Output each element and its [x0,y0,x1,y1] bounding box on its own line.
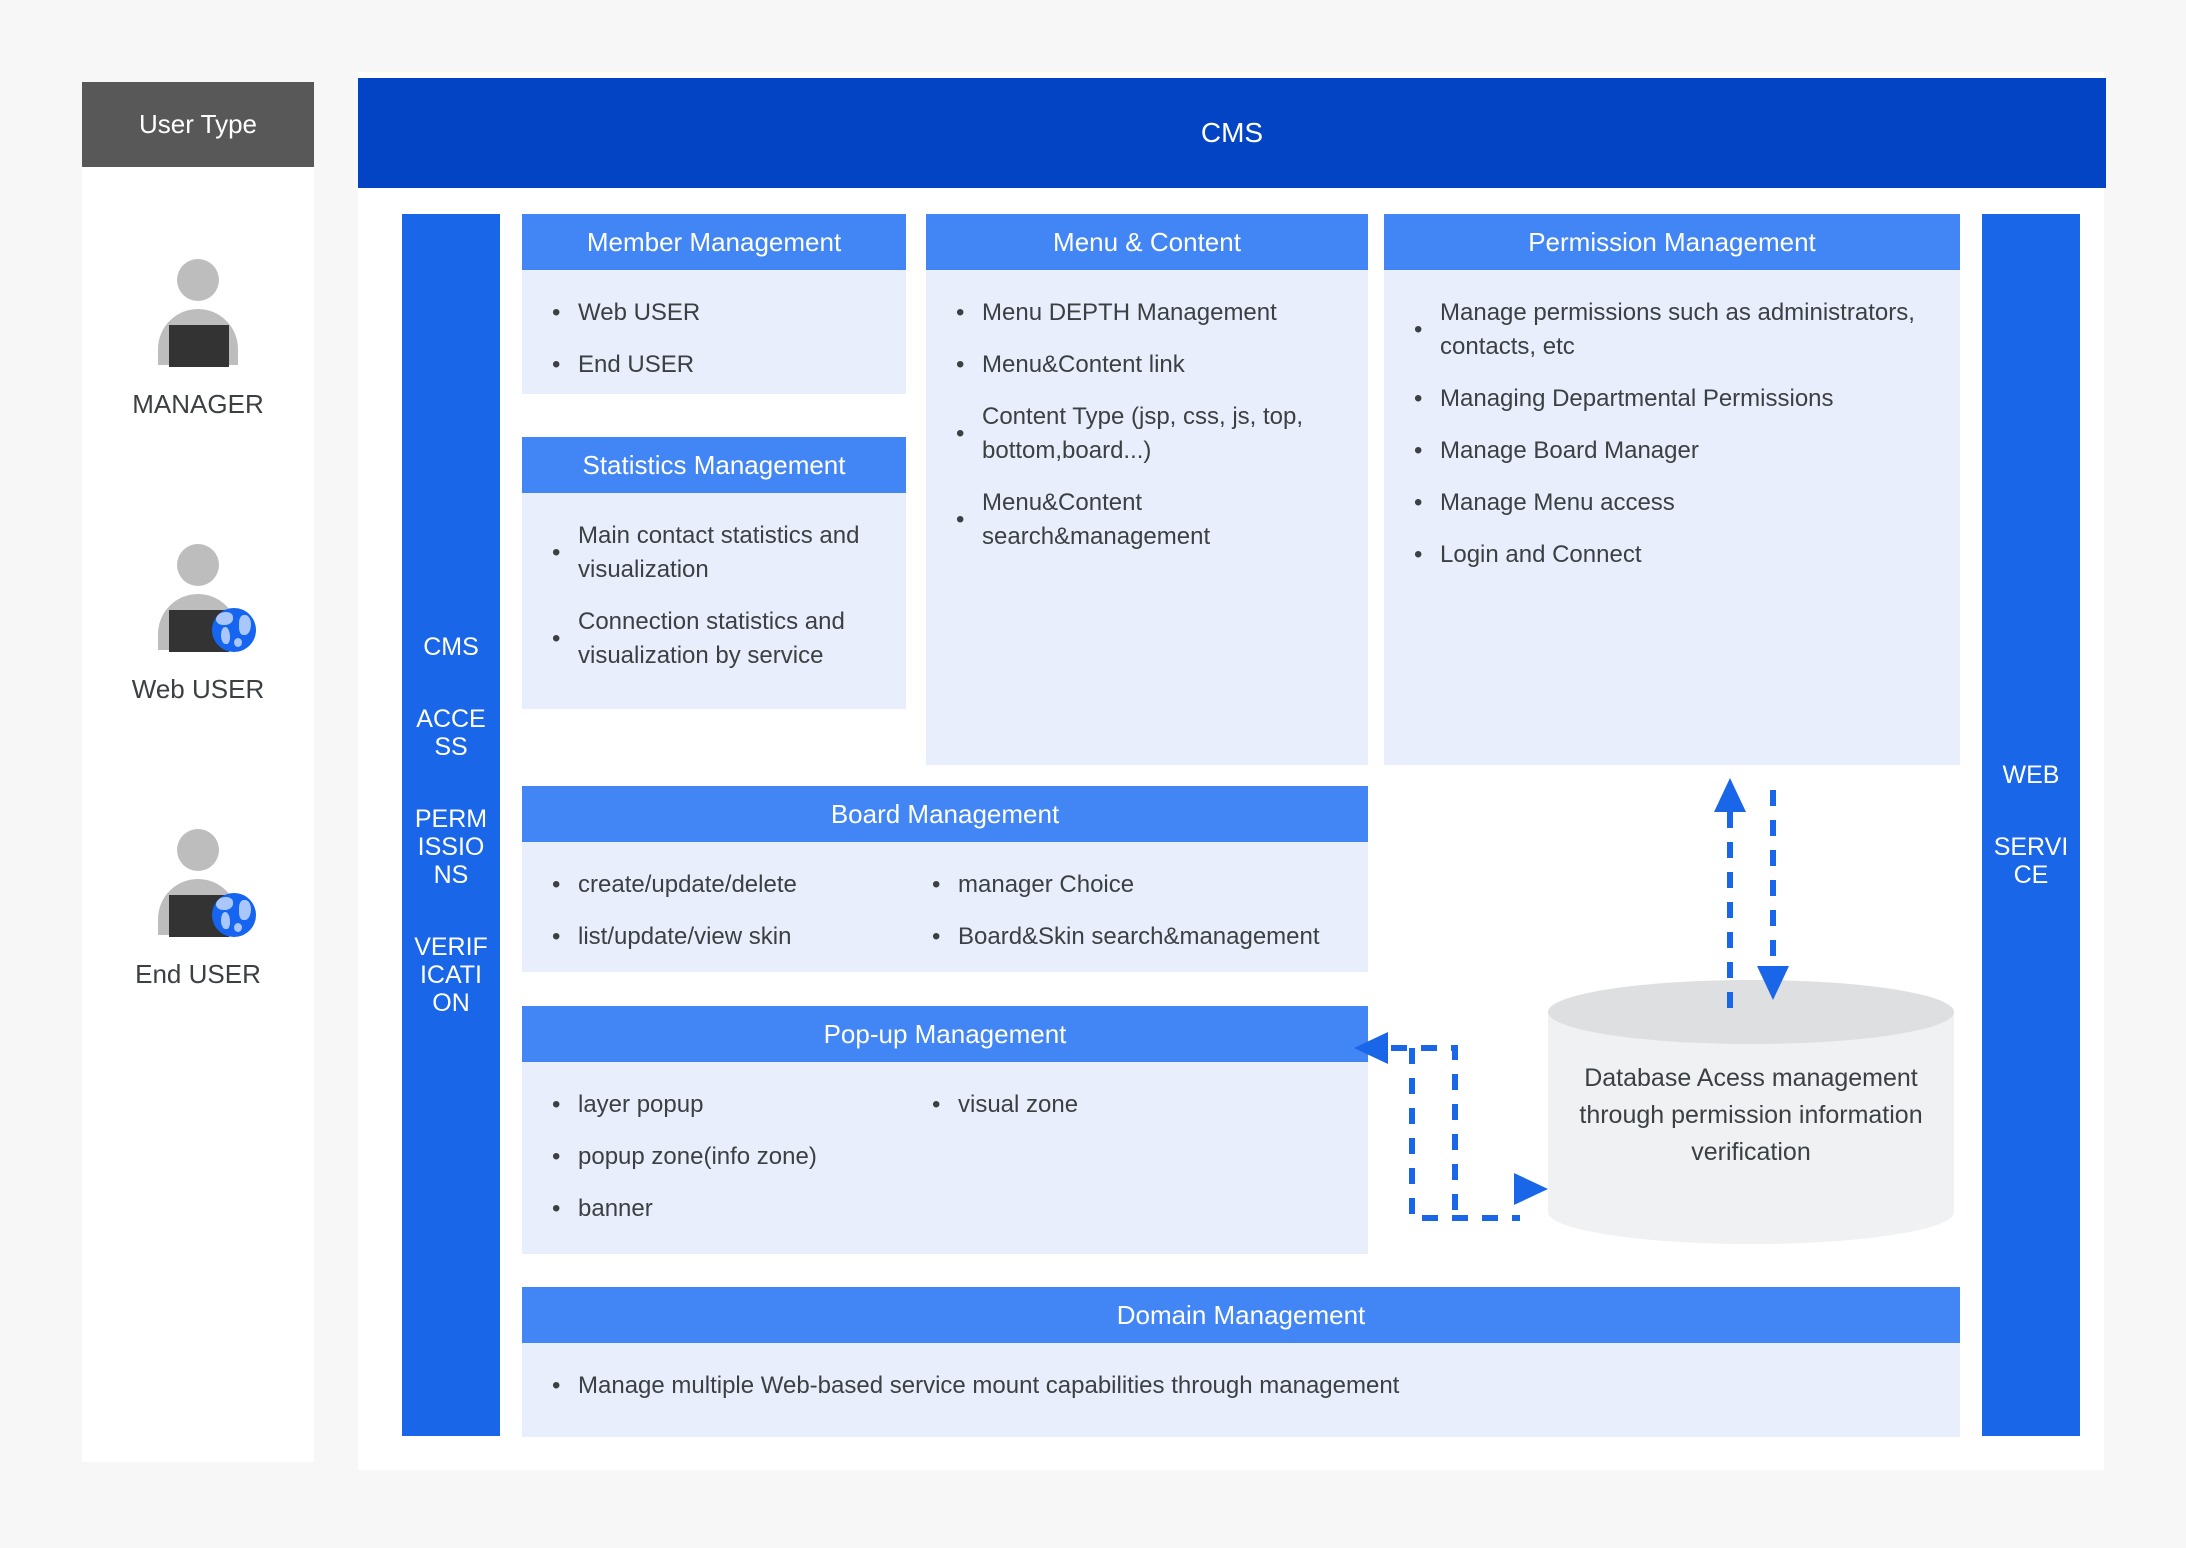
access-bar-line: CMS [423,633,479,661]
bullet-list: Menu DEPTH Management Menu&Content link … [952,296,1342,554]
list-item: list/update/view skin [574,920,928,954]
cylinder-top-ellipse [1548,980,1954,1044]
webservice-bar-line: SERVICE [1993,833,2069,889]
card-content: Web USER End USER [522,270,906,394]
globe-icon [211,608,256,652]
card-content: Manage permissions such as administrator… [1384,270,1960,765]
list-item: End USER [574,348,880,382]
web-service-bar: WEB SERVICE [1982,214,2080,1436]
user-entry-manager: MANAGER [132,257,264,420]
list-item: Manage multiple Web-based service mount … [574,1369,1934,1403]
card-menu-and-content: Menu & Content Menu DEPTH Management Men… [926,214,1368,765]
cylinder-face [1548,1012,1954,1212]
card-domain-management: Domain Management Manage multiple Web-ba… [522,1287,1960,1437]
bullet-list: create/update/delete list/update/view sk… [548,868,928,954]
list-item: Connection statistics and visualization … [574,605,880,673]
list-item: Manage permissions such as administrator… [1436,296,1934,364]
user-entry-web-user: Web USER [132,542,264,705]
card-content: create/update/delete list/update/view sk… [522,842,1368,972]
bullet-list: Manage permissions such as administrator… [1410,296,1934,572]
user-label: End USER [135,959,261,989]
cms-access-permissions-bar: CMS ACCESS PERMISSIONS VERIFICATION [402,214,500,1436]
card-board-management: Board Management create/update/delete li… [522,786,1368,972]
card-title: Pop-up Management [522,1006,1368,1062]
list-item: Content Type (jsp, css, js, top, bottom,… [978,400,1342,468]
user-entry-end-user: End USER [135,827,261,990]
card-content: Main contact statistics and visualizatio… [522,493,906,709]
card-title: Permission Management [1384,214,1960,270]
list-item: Main contact statistics and visualizatio… [574,519,880,587]
user-type-header: User Type [82,82,314,167]
list-item: popup zone(info zone) [574,1140,928,1174]
bullet-list: layer popup popup zone(info zone) banner [548,1088,928,1226]
user-type-panel: User Type MANAGER W [82,82,314,1462]
person-head-shape [176,829,219,871]
card-content: Manage multiple Web-based service mount … [522,1343,1960,1437]
column-left: layer popup popup zone(info zone) banner [548,1088,928,1234]
cms-banner-title: CMS [358,78,2106,188]
card-title: Domain Management [522,1287,1960,1343]
list-item: Managing Departmental Permissions [1436,382,1934,416]
list-item: create/update/delete [574,868,928,902]
bullet-list: Manage multiple Web-based service mount … [548,1369,1934,1403]
laptop-shape [169,325,229,367]
list-item: banner [574,1192,928,1226]
bullet-list: Web USER End USER [548,296,880,382]
end-user-icon [144,827,256,937]
bullet-list: Main contact statistics and visualizatio… [548,519,880,673]
bullet-list: manager Choice Board&Skin search&managem… [928,868,1342,954]
card-statistics-management: Statistics Management Main contact stati… [522,437,906,709]
card-title: Member Management [522,214,906,270]
database-label: Database Acess management through permis… [1579,1064,1923,1166]
globe-icon [211,893,256,937]
person-head-shape [176,544,219,586]
list-item: Web USER [574,296,880,330]
card-title: Menu & Content [926,214,1368,270]
list-item: Manage Board Manager [1436,434,1934,468]
bullet-list: visual zone [928,1088,1342,1122]
column-left: create/update/delete list/update/view sk… [548,868,928,952]
card-content: Menu DEPTH Management Menu&Content link … [926,270,1368,765]
access-bar-line: VERIFICATION [414,933,488,1017]
card-member-management: Member Management Web USER End USER [522,214,906,394]
column-right: visual zone [928,1088,1342,1234]
webservice-bar-line: WEB [2002,761,2060,789]
list-item: Board&Skin search&management [954,920,1342,954]
card-popup-management: Pop-up Management layer popup popup zone… [522,1006,1368,1254]
card-title: Board Management [522,786,1368,842]
web-user-icon [144,542,256,652]
list-item: Login and Connect [1436,538,1934,572]
card-title: Statistics Management [522,437,906,493]
card-content: layer popup popup zone(info zone) banner… [522,1062,1368,1254]
person-head-shape [177,259,219,301]
column-right: manager Choice Board&Skin search&managem… [928,868,1342,952]
database-cylinder: Database Acess management through permis… [1548,980,1954,1244]
user-type-list: MANAGER Web USER [82,167,314,1462]
list-item: layer popup [574,1088,928,1122]
list-item: Menu DEPTH Management [978,296,1342,330]
list-item: Menu&Content search&management [978,486,1342,554]
list-item: manager Choice [954,868,1342,902]
user-label: Web USER [131,674,265,704]
list-item: Manage Menu access [1436,486,1934,520]
access-bar-line: ACCESS [416,705,486,761]
card-permission-management: Permission Management Manage permissions… [1384,214,1960,765]
list-item: visual zone [954,1088,1342,1122]
list-item: Menu&Content link [978,348,1342,382]
access-bar-line: PERMISSIONS [414,805,488,889]
user-label: MANAGER [132,389,264,419]
manager-user-icon [144,257,252,367]
